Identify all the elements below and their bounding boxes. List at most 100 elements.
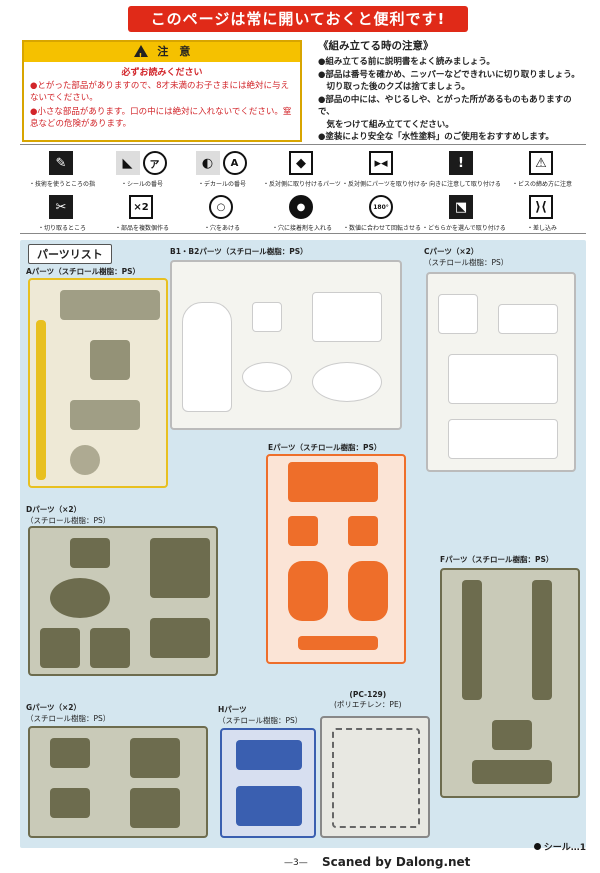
runner-part [242,362,292,392]
legend-label: ・部品を複数個作る [114,225,169,232]
note-item: ●部品の中には、やじるしや、とがった所があるものもありますので、 [318,94,572,118]
runner-f-name: Fパーツ [440,555,468,564]
runner-part [36,320,46,480]
runner-pc-material: (ポリエチレン：PE) [334,700,402,709]
note-item: ●部品は番号を確かめ、ニッパーなどできれいに切り取りましょう。 [318,69,580,80]
legend-glue: ● ・穴に接着剤を入れる [262,191,342,235]
runner-part [438,294,478,334]
legend-label: ・シールの番号 [120,181,163,188]
runner-pc [320,716,430,838]
runner-g-name: Gパーツ（×2） [26,703,82,712]
runner-part [70,538,110,568]
runner-c [426,272,576,472]
legend-paint: ✎ ・技術を使うところの指 [22,147,102,191]
runner-part [288,561,328,621]
screw-icon: ⚠ [529,151,553,175]
caution-item: ●とがった部品がありますので、8才未満のお子さまには絶対に与えないでください。 [30,81,289,103]
runner-f-label: Fパーツ（スチロール樹脂：PS） [440,554,553,565]
legend-label: ・反対側に取り付けるパーツ [263,181,341,188]
legend-rotate: 180° ・数値に合わせて回転させる [342,191,422,235]
notes-title: 《組み立てる時の注意》 [318,40,434,52]
legend-label: ・向きに注意して取り付ける [423,181,501,188]
runner-f-material: （スチロール樹脂：PS） [467,555,554,564]
runner-part [348,516,378,546]
runner-g-label: Gパーツ（×2） （スチロール樹脂：PS） [26,702,110,724]
runner-part [50,578,110,618]
runner-f [440,568,580,798]
legend-drill: ○ ・穴をあける [182,191,262,235]
filled-hole-icon: ● [289,195,313,219]
insert-icon: ⟩⟨ [529,195,553,219]
runner-part [448,419,558,459]
note-item: ●組み立てる前に説明書をよく読みましょう。 [318,57,495,67]
brush-icon: ✎ [49,151,73,175]
runner-part [492,720,532,750]
runner-b-name: B1・B2パーツ [170,247,222,256]
attach-opposite-icon: ▸◂ [369,151,393,175]
runner-a-label: Aパーツ（スチロール樹脂：PS） [26,266,140,277]
caution-item: ●小さな部品があります。口の中には絶対に入れないでください。窒息などの危険があり… [30,107,292,129]
note-item: 切り取った後のクズは捨てましょう。 [318,82,470,92]
legend-cut: ✂ ・切り取るところ [22,191,102,235]
legend-screw: ⚠ ・ビスの締め方に注意 [502,147,582,191]
runner-part [150,538,210,598]
parts-list-title: パーツリスト [28,244,112,264]
note-item: ●塗装により安全な「水性塗料」のご使用をおすすめします。 [318,132,554,142]
runner-d-name: Dパーツ（×2） [26,505,82,514]
runner-g-material: （スチロール樹脂：PS） [26,714,111,723]
runner-part [236,786,302,826]
runner-part [498,304,558,334]
runner-d-material: （スチロール樹脂：PS） [26,516,111,525]
runner-pc-label: (PC-129) (ポリエチレン：PE) [334,690,402,710]
runner-part [70,445,100,475]
legend-label: ・ビスの締め方に注意 [511,181,572,188]
runner-c-material: （スチロール樹脂：PS） [424,258,509,267]
legend-label: ・反対側にパーツを取り付ける [342,181,426,188]
legend-label: ・どちらかを選んで取り付ける [422,225,506,232]
runner-e-name: Eパーツ [268,443,296,452]
legend-label: ・デカールの番号 [197,181,246,188]
runner-part [312,362,382,402]
runner-part [130,788,180,828]
runner-h-name: Hパーツ [218,705,247,714]
legend-label: ・技術を使うところの指 [28,181,95,188]
symbol-legend: ✎ ・技術を使うところの指 ◣ ア ・シールの番号 ◐ A ・デカールの番号 ◆… [20,144,586,234]
runner-b [170,260,402,430]
legend-multiple: ×2 ・部品を複数個作る [102,191,182,235]
runner-a-material: （スチロール樹脂：PS） [54,267,141,276]
letter-a-icon: ア [142,151,167,175]
runner-h-label: Hパーツ （スチロール樹脂：PS） [218,704,302,726]
legend-choose: ⬔ ・どちらかを選んで取り付ける [422,191,506,235]
runner-part [40,628,80,668]
runner-part [312,292,382,342]
runner-part [332,728,420,828]
seal-count: シール…1 [534,840,586,853]
legend-label: ・差し込み [526,225,557,232]
runner-c-label: Cパーツ（×2） （スチロール樹脂：PS） [424,246,508,268]
drill-hole-icon: ○ [209,195,233,219]
runner-part [50,788,90,818]
runner-part [532,580,552,700]
runner-e [266,454,406,664]
runner-e-material: （スチロール樹脂：PS） [295,443,382,452]
exclamation-icon: ! [449,151,473,175]
must-read-label: 必ずお読みください [121,68,203,78]
legend-insert: ⟩⟨ ・差し込み [502,191,582,235]
assembly-notes: 《組み立てる時の注意》 ●組み立てる前に説明書をよく読みましょう。 ●部品は番号… [318,38,588,144]
runner-e-label: Eパーツ（スチロール樹脂：PS） [268,442,381,453]
runner-part [90,340,130,380]
runner-part [90,628,130,668]
cut-icon: ✂ [49,195,73,219]
runner-part [448,354,558,404]
runner-h-material: （スチロール樹脂：PS） [218,716,303,725]
runner-b-label: B1・B2パーツ（スチロール樹脂：PS） [170,246,308,257]
legend-decal: ◐ A ・デカールの番号 [182,147,262,191]
decal-icon: ◐ [195,151,220,175]
choose-one-icon: ⬔ [449,195,473,219]
warning-triangle-icon [133,45,148,67]
runner-part [298,636,378,650]
runner-h [220,728,316,838]
runner-part [150,618,210,658]
runner-part [288,462,378,502]
page-number: —3— [284,858,308,868]
